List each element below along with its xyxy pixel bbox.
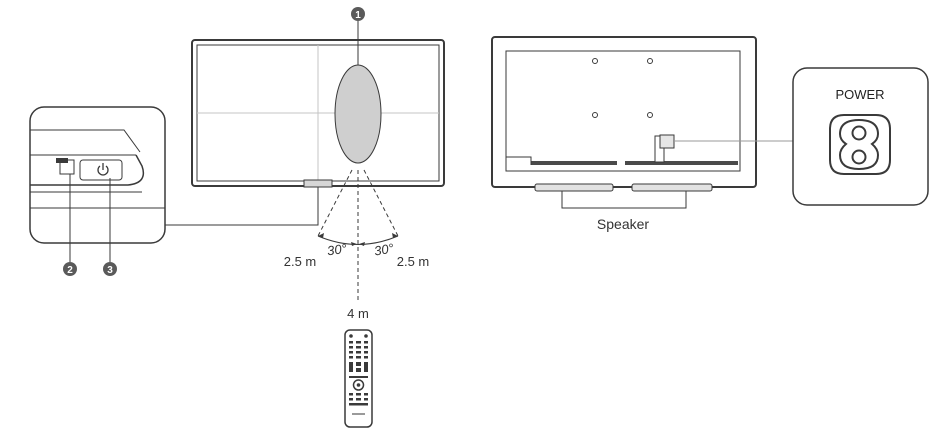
distance-label-left: 2.5 m (284, 254, 317, 269)
range-left-line (317, 169, 353, 237)
figure-eight-socket-icon (829, 114, 891, 175)
range-right-line (363, 169, 399, 237)
arc-arrow-right (392, 233, 398, 238)
rear-bottom-strip-left (531, 161, 617, 165)
tv-front-view (165, 21, 445, 226)
front-control-panel (303, 179, 333, 188)
remote-sensor-area (334, 64, 382, 164)
callout-3-number: 3 (107, 265, 113, 276)
control-panel-leader (165, 187, 319, 226)
callout-1-number: 1 (355, 10, 361, 21)
rear-bottom-strip-right (625, 161, 738, 165)
speaker-right (631, 183, 713, 192)
distance-label-center: 4 m (347, 306, 369, 321)
angle-label-right: 30° (373, 240, 395, 258)
remote-range-diagram: 30° 30° 2.5 m 2.5 m 4 m (284, 169, 430, 321)
speaker-bracket (561, 191, 687, 209)
speaker-left (534, 183, 614, 192)
power-port (659, 134, 675, 149)
callout-2-number: 2 (67, 265, 73, 276)
detail-frame (29, 106, 166, 244)
power-detail: POWER (792, 67, 929, 206)
panel-button-slot (79, 159, 123, 181)
power-icon (97, 163, 109, 176)
callout-1-marker: 1 (351, 7, 365, 21)
distance-label-right: 2.5 m (397, 254, 430, 269)
callout-3-marker: 3 (103, 262, 117, 276)
arc-arrow-center-right (359, 242, 365, 246)
vesa-hole (647, 58, 653, 64)
tv-rear-panel (505, 50, 741, 172)
joystick-button-icon (56, 158, 75, 175)
angle-label-left: 30° (326, 241, 348, 259)
speaker-label: Speaker (597, 216, 649, 232)
panel-bezel-curve (30, 154, 145, 186)
tv-rear-view: Speaker (491, 36, 793, 232)
range-angle-arc (317, 235, 399, 245)
arc-arrow-center-left (351, 242, 357, 246)
callout-2-marker: 2 (63, 262, 77, 276)
rear-left-notch (506, 156, 532, 165)
remote-control-icon (344, 329, 373, 428)
vesa-hole (592, 58, 598, 64)
vesa-hole (592, 112, 598, 118)
vesa-hole (647, 112, 653, 118)
panel-top-edge (30, 129, 141, 153)
power-label: POWER (835, 87, 884, 102)
control-panel-detail (29, 106, 166, 262)
arc-arrow-left (318, 233, 324, 238)
